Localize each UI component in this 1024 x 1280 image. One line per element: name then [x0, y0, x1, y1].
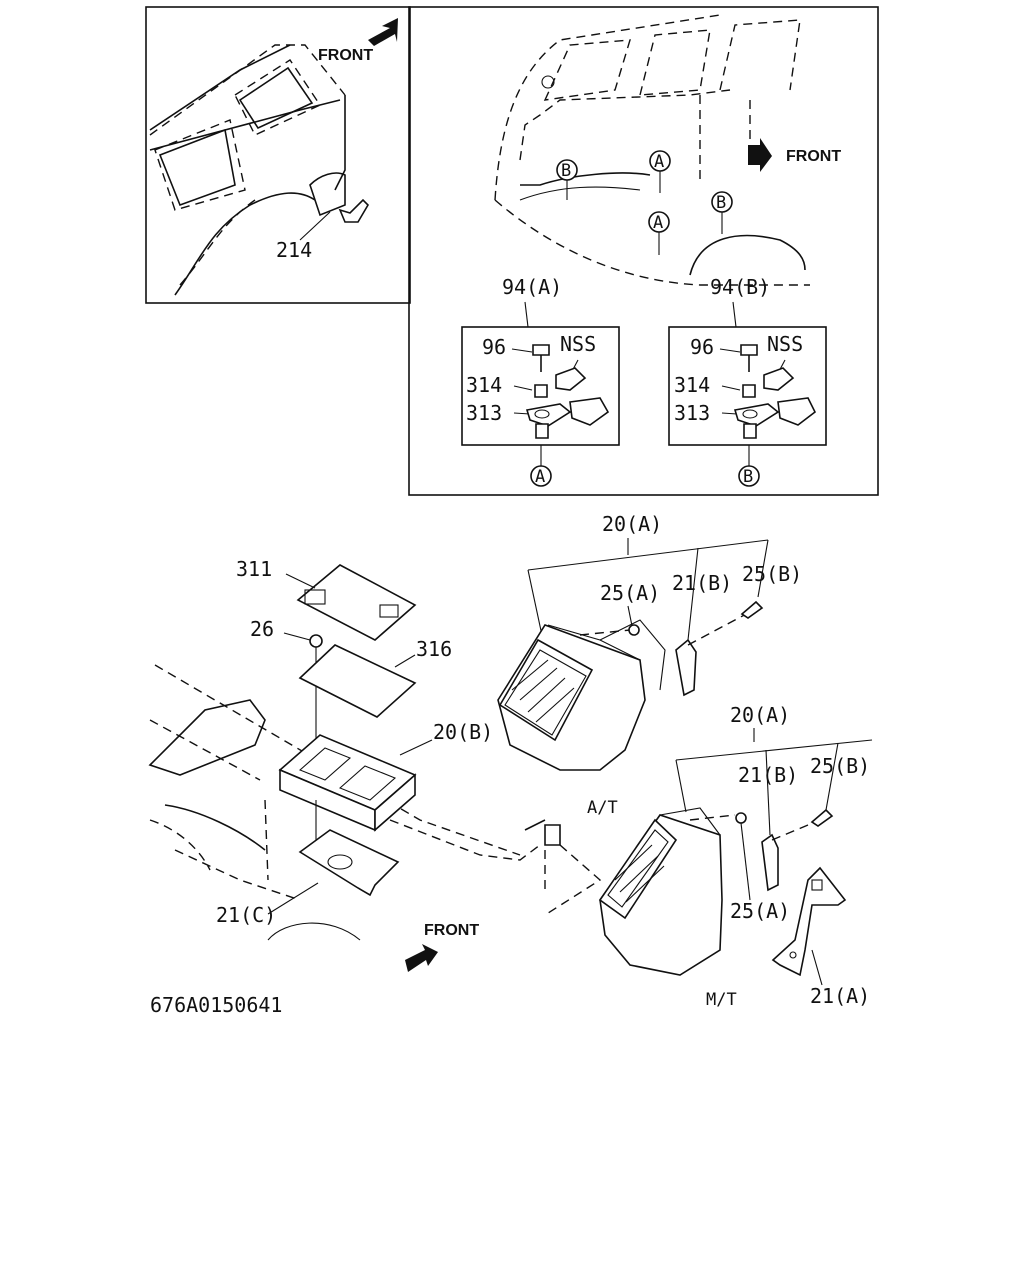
part-label-20a-bot: 20(A): [730, 703, 790, 727]
svg-text:B: B: [561, 161, 571, 181]
front-label: FRONT: [424, 922, 479, 939]
part-label-20a-top: 20(A): [602, 512, 662, 536]
part-25a-screw-bot: [735, 812, 747, 824]
part-25b-screw-bot: [810, 808, 834, 827]
part-label-nss: NSS: [560, 332, 596, 356]
marker-b-left: B: [556, 159, 578, 200]
svg-text:B: B: [716, 193, 726, 213]
floor-outline: [148, 664, 602, 941]
assembly-title-94b: 94(B): [710, 275, 770, 299]
vehicle-side-outline: [149, 44, 370, 296]
marker-b-assembly: B: [738, 465, 760, 487]
part-316-pad: [298, 644, 417, 718]
marker-a-bottom: A: [648, 211, 670, 255]
svg-text:A: A: [654, 152, 664, 172]
part-label-96: 96: [690, 335, 714, 359]
top-right-panel: B A A B FRONT 94(A) 96 NSS 314 31: [408, 6, 879, 496]
part-label-314: 314: [466, 373, 502, 397]
svg-text:A: A: [535, 467, 545, 487]
part-label-21b-bot: 21(B): [738, 763, 798, 787]
part-label-96: 96: [482, 335, 506, 359]
part-label-20b: 20(B): [433, 720, 493, 744]
at-label: A/T: [587, 798, 618, 818]
part-label-25b-bot: 25(B): [810, 754, 870, 778]
bottom-section: 311 26 316 20(B) 21(C) FRONT 20(A): [148, 512, 873, 1017]
part-label-214: 214: [276, 238, 312, 262]
part-label-25b-top: 25(B): [742, 562, 802, 586]
part-311-lid: [296, 564, 417, 641]
marker-a-top: A: [649, 150, 671, 193]
part-21b-bracket-bot: [761, 833, 779, 892]
cargo-area-outline: [494, 14, 810, 286]
part-label-21a: 21(A): [810, 984, 870, 1008]
part-26-clip: [309, 634, 323, 648]
part-label-25a-bot: 25(A): [730, 899, 790, 923]
part-25b-screw-top: [740, 600, 764, 619]
part-21b-bracket-top: [675, 638, 697, 697]
part-label-25a-top: 25(A): [600, 581, 660, 605]
at-console: [497, 619, 666, 771]
mt-label: M/T: [706, 990, 737, 1010]
marker-b-right: B: [711, 191, 733, 234]
part-label-nss: NSS: [767, 332, 803, 356]
front-arrow-icon: [368, 18, 398, 46]
part-label-314: 314: [674, 373, 710, 397]
part-20b-console-box: [278, 734, 417, 832]
front-arrow-icon: [405, 944, 438, 972]
part-21a-bracket: [771, 866, 847, 977]
top-left-panel: FRONT 214: [145, 6, 411, 304]
front-label: FRONT: [318, 47, 373, 64]
marker-a-assembly: A: [530, 465, 552, 487]
assembly-94b-box: 96 NSS 314 313: [668, 326, 827, 446]
part-label-316: 316: [416, 637, 452, 661]
front-arrow-icon: [748, 138, 772, 172]
drawing-code: 676A0150641: [150, 993, 282, 1017]
svg-text:A: A: [653, 213, 663, 233]
part-21c-bracket: [298, 829, 400, 897]
part-label-311: 311: [236, 557, 272, 581]
mt-console: [598, 807, 736, 976]
part-label-313: 313: [674, 401, 710, 425]
assembly-title-94a: 94(A): [502, 275, 562, 299]
part-label-21b-top: 21(B): [672, 571, 732, 595]
part-25a-screw-top: [628, 624, 640, 636]
part-label-313: 313: [466, 401, 502, 425]
front-label: FRONT: [786, 148, 841, 165]
assembly-94a-box: 96 NSS 314 313: [461, 326, 620, 446]
part-label-26: 26: [250, 617, 274, 641]
part-label-21c: 21(C): [216, 903, 276, 927]
svg-text:B: B: [743, 467, 753, 487]
